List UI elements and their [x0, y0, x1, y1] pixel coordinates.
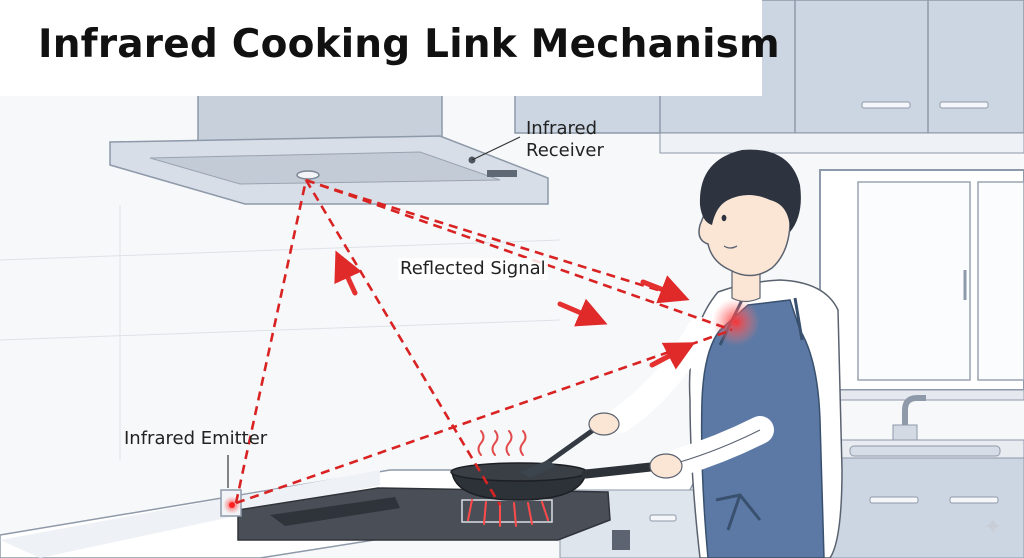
reflected-signal-label: Reflected Signal	[398, 258, 548, 280]
sink-counter	[819, 395, 1024, 558]
person	[588, 149, 843, 558]
window	[819, 169, 1024, 401]
receiver-label-line2: Receiver	[526, 140, 604, 161]
signal-arrows	[334, 250, 696, 370]
signal-paths	[234, 178, 733, 506]
sparkle-icon: ✦	[983, 514, 1002, 539]
receiver-label-line1: Infrared	[526, 118, 597, 139]
heat-waves	[477, 430, 527, 456]
page-title: Infrared Cooking Link Mechanism	[38, 22, 780, 67]
receiver-leader	[471, 136, 521, 161]
range-hood	[109, 94, 549, 205]
infrared-receiver-label: Infrared Receiver	[526, 118, 646, 162]
backsplash-lines	[0, 205, 561, 460]
title-panel: Infrared Cooking Link Mechanism	[0, 0, 780, 96]
chest-signal-glow	[712, 298, 760, 346]
hood-sensor	[296, 170, 320, 180]
infrared-emitter-label: Infrared Emitter	[124, 428, 268, 449]
flame-marks	[467, 499, 549, 527]
